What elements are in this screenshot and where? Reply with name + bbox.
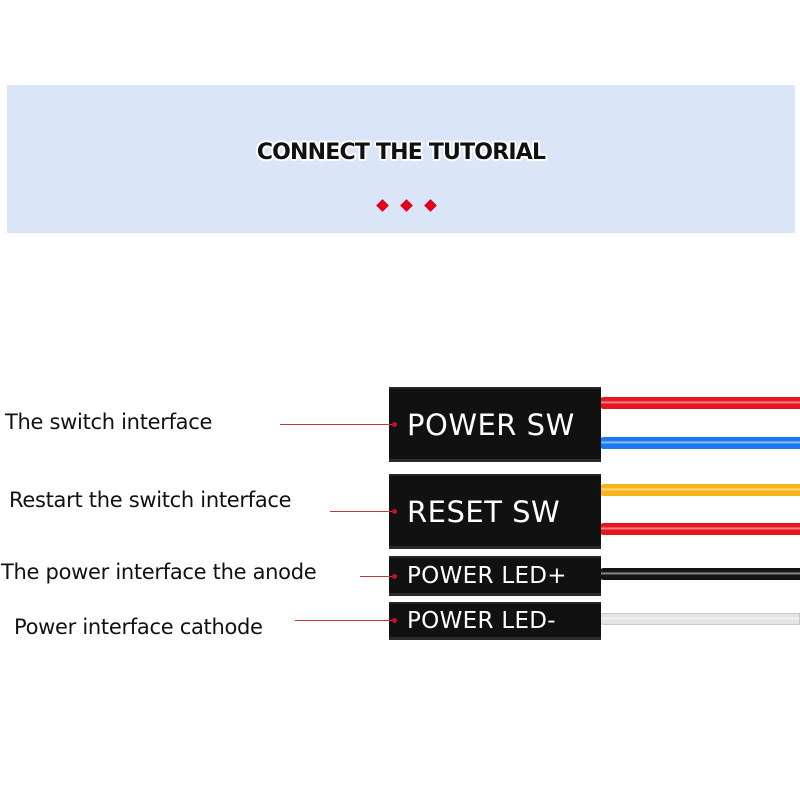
tutorial-banner: CONNECT THE TUTORIAL — [7, 85, 795, 233]
connector-reset-sw: RESET SW — [389, 474, 601, 549]
connector-power-led-minus: POWER LED- — [389, 602, 601, 640]
leader-dot — [392, 574, 397, 579]
leader-line — [280, 424, 395, 425]
leader-dot — [392, 422, 397, 427]
leader-dot — [392, 618, 397, 623]
diamond-icon — [424, 199, 437, 212]
connector-power-sw: POWER SW — [389, 387, 601, 462]
leader-line — [360, 576, 395, 577]
wire-reset-sw-2 — [598, 523, 800, 535]
label-switch-interface: The switch interface — [5, 410, 213, 434]
wire-power-sw-2 — [598, 437, 800, 449]
leader-line — [330, 511, 395, 512]
banner-title: CONNECT THE TUTORIAL — [256, 140, 546, 165]
label-power-anode: The power interface the anode — [1, 560, 317, 584]
wire-power-led-minus — [598, 613, 800, 625]
label-restart-switch-interface: Restart the switch interface — [9, 488, 292, 512]
connector-power-led-plus: POWER LED+ — [389, 556, 601, 596]
wire-power-sw-1 — [598, 397, 800, 409]
diamond-icon — [376, 199, 389, 212]
leader-line — [295, 620, 395, 621]
wire-reset-sw-1 — [598, 484, 800, 496]
wire-power-led-plus — [598, 568, 800, 580]
diamond-ornament — [375, 199, 441, 215]
label-power-cathode: Power interface cathode — [14, 615, 263, 639]
leader-dot — [392, 509, 397, 514]
diamond-icon — [400, 199, 413, 212]
